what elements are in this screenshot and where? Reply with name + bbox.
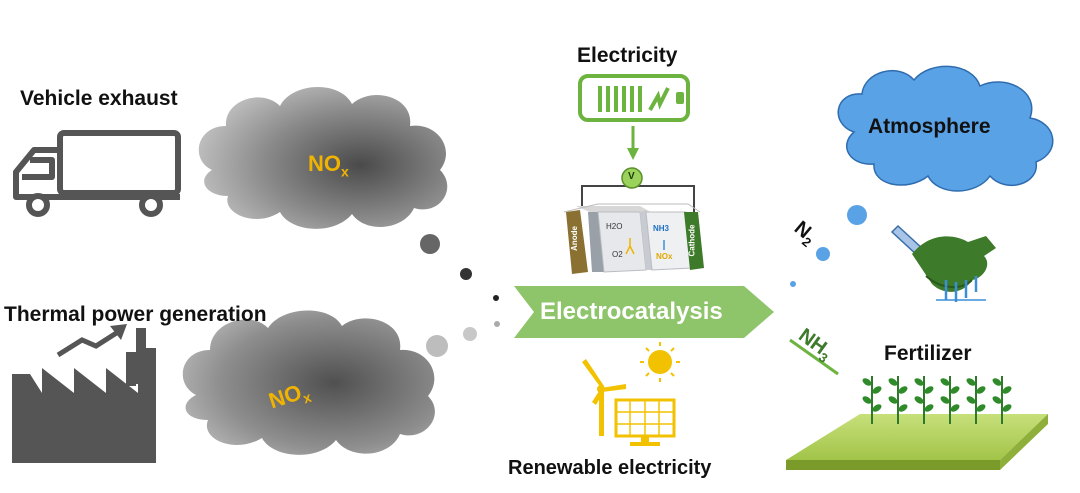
- truck-icon: [13, 130, 181, 217]
- electrocatalysis-label: Electrocatalysis: [540, 298, 723, 325]
- plant-sprout: [992, 376, 1012, 424]
- nox-sub: x: [341, 163, 349, 180]
- anode-reactant-label: H2O: [606, 222, 623, 231]
- electricity-label: Electricity: [577, 44, 678, 67]
- fertilizer-label: Fertilizer: [884, 342, 972, 365]
- renewable-electricity-label: Renewable electricity: [508, 457, 712, 479]
- atmosphere-cloud: [837, 65, 1054, 192]
- plant-sprout: [940, 376, 960, 424]
- solar-panel-icon: [614, 398, 676, 446]
- plant-sprout: [888, 376, 908, 424]
- field-icon: [786, 414, 1048, 470]
- vehicle-exhaust-label: Vehicle exhaust: [20, 87, 178, 110]
- electricity-arrow: [627, 126, 639, 160]
- plant-icon: [862, 376, 1012, 424]
- nitrogen-dots: [790, 205, 867, 287]
- handshake-icon: [890, 224, 996, 302]
- wind-turbine-icon: [582, 359, 626, 436]
- plant-sprout: [966, 376, 986, 424]
- factory-icon: [12, 324, 156, 463]
- nh3-arrow: [789, 338, 839, 376]
- electrolysis-cell: [563, 167, 704, 274]
- thermal-power-label: Thermal power generation: [4, 303, 267, 326]
- sun-icon: [640, 342, 680, 382]
- nox-cloud-bottom: [182, 310, 435, 455]
- electrocatalysis-arrow: [514, 286, 774, 338]
- nox-main: NO: [308, 151, 341, 176]
- cathode-reactant-label: NOx: [656, 252, 673, 261]
- plant-sprout: [862, 376, 882, 424]
- anode-label: Anode: [569, 226, 579, 251]
- voltmeter-label: V: [628, 171, 635, 182]
- anode-product-label: O2: [612, 250, 623, 259]
- cathode-label: Cathode: [687, 224, 697, 257]
- plant-sprout: [914, 376, 934, 424]
- cathode-product-label: NH3: [653, 224, 670, 233]
- emission-dots: [420, 234, 500, 357]
- atmosphere-label: Atmosphere: [868, 115, 991, 138]
- nox-label-top: NOx: [308, 151, 349, 179]
- nox-cloud-top: [198, 86, 448, 229]
- phone-battery-icon: [578, 74, 690, 122]
